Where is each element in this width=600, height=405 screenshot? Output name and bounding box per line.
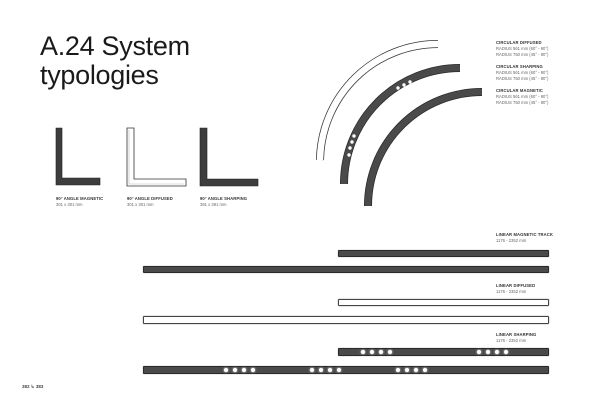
angle-diffused-inner xyxy=(128,130,184,185)
linear-sharping-short xyxy=(338,348,549,356)
page-title: A.24 System typologies xyxy=(40,31,190,90)
linear-magnetic-long xyxy=(143,266,549,273)
arc-sharping-leds xyxy=(347,80,412,157)
angle-magnetic-shape xyxy=(55,127,101,186)
page-numbers: 382 ↳ 383 xyxy=(22,384,44,389)
linear-sharping-long xyxy=(143,366,549,374)
linear-diffused-long xyxy=(143,316,549,324)
linear-magnetic-short xyxy=(338,250,549,257)
angle-diffused-shape xyxy=(126,127,187,187)
linear-diffused-short xyxy=(338,299,549,306)
arrow-icon: ↳ xyxy=(30,384,35,389)
angle-sharping-shape xyxy=(199,127,259,187)
